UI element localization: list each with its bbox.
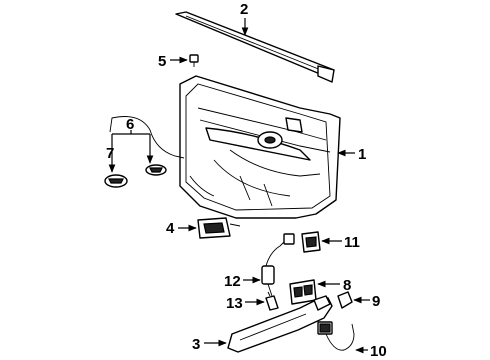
callout-3: 3: [192, 336, 200, 353]
callout-9: 9: [372, 293, 380, 310]
bulb-part: [265, 291, 279, 311]
clip-part: [189, 54, 199, 67]
armrest-harness-part: [317, 321, 355, 351]
weatherstrip-part: [175, 11, 335, 83]
callout-labels: 2 5 1 6 7 4 11 12 8 13 9 3 10: [106, 1, 387, 360]
callout-6: 6: [126, 116, 134, 133]
callout-4: 4: [166, 220, 175, 237]
callout-7: 7: [106, 145, 114, 162]
callout-2: 2: [240, 1, 248, 18]
courtesy-lamp-part: [104, 116, 185, 188]
callout-8: 8: [343, 277, 351, 294]
callout-5: 5: [158, 53, 166, 70]
inside-handle-part: [197, 217, 241, 239]
leader-lines: [108, 18, 370, 354]
callout-10: 10: [370, 343, 387, 360]
callout-13: 13: [226, 295, 243, 312]
harness-connector-part: [261, 233, 295, 297]
window-switch-part: [289, 279, 317, 305]
callout-12: 12: [224, 273, 241, 290]
armrest-part: [227, 295, 333, 353]
switch-part: [301, 231, 321, 253]
callout-11: 11: [344, 234, 360, 251]
retainer-clip-part: [337, 291, 353, 309]
door-trim-panel-part: [179, 75, 341, 219]
callout-1: 1: [358, 146, 366, 163]
